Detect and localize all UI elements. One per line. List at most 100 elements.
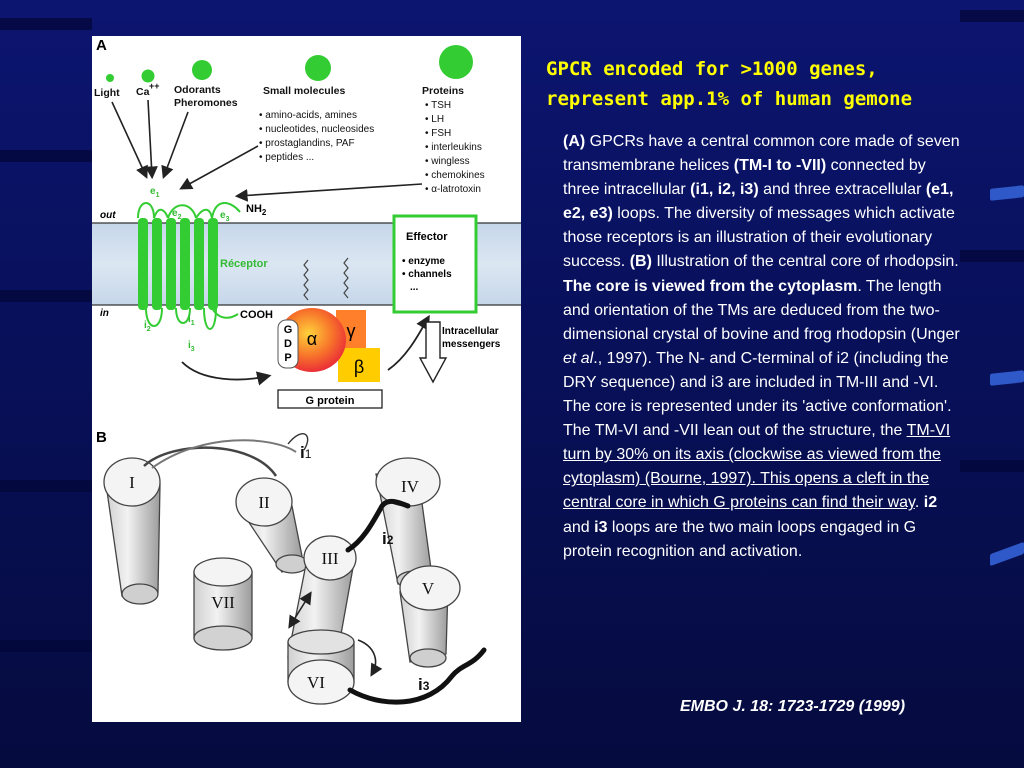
- b-i3-label: i3: [418, 675, 430, 694]
- protein-list: • TSH • LH • FSH • interleukins • wingle…: [425, 100, 485, 195]
- activation-arrow: [181, 361, 272, 386]
- helix-label-III: III: [322, 549, 339, 568]
- desc-text: connected by three intracellular: [563, 157, 926, 199]
- gdp-p: P: [284, 352, 291, 364]
- list-item: • peptides ...: [259, 152, 314, 163]
- list-item: • interleukins: [425, 142, 482, 153]
- bg-stripe: [0, 640, 92, 652]
- i1-label: i1: [188, 314, 195, 327]
- gdp-g: G: [284, 324, 293, 336]
- beta-symbol: β: [354, 357, 364, 377]
- out-label: out: [100, 210, 116, 221]
- list-item: • prostaglandins, PAF: [259, 138, 355, 149]
- list-item: • wingless: [425, 156, 470, 167]
- title-line: represent app.1% of human gemone: [546, 88, 913, 110]
- desc-bold: (i1, i2, i3): [690, 181, 759, 199]
- title-line: GPCR encoded for >1000 genes,: [546, 58, 878, 80]
- desc-bold: The core is viewed from the cytoplasm: [563, 277, 858, 295]
- list-item: • amino-acids, amines: [259, 110, 357, 121]
- bg-stripe: [960, 460, 1024, 472]
- helix-label-IV: IV: [401, 477, 420, 496]
- small-molecules-label: Small molecules: [263, 85, 345, 97]
- alpha-symbol: α: [307, 329, 317, 349]
- bg-stripe: [960, 10, 1024, 22]
- desc-text: and three extracellular: [758, 181, 926, 199]
- light-dot: [106, 74, 114, 82]
- bg-stripe: [0, 480, 92, 492]
- in-label: in: [100, 308, 109, 319]
- desc-text: ., 1997). The N- and C-terminal of i2 (i…: [563, 349, 952, 440]
- bg-accent-mark: [990, 185, 1024, 201]
- b-i1-label: i1: [300, 443, 312, 462]
- i1-loop-back: [151, 439, 297, 469]
- effector-item: ...: [410, 282, 419, 293]
- desc-text: GPCRs have a central common core made of…: [563, 133, 960, 175]
- desc-text: and: [563, 518, 595, 536]
- receptor-label: Réceptor: [220, 258, 268, 270]
- helix-label-VI: VI: [307, 673, 325, 692]
- desc-italic: et al: [563, 349, 594, 367]
- messenger-arrow: [418, 321, 448, 384]
- i1-loop: [143, 446, 278, 477]
- desc-bold: (B): [629, 253, 652, 271]
- slide-title: GPCR encoded for >1000 genes, represent …: [546, 54, 1016, 114]
- desc-text: .: [914, 494, 924, 512]
- cooh-label: COOH: [240, 309, 273, 321]
- effector-item: • channels: [402, 269, 452, 280]
- desc-bold: (e1, e2, e3): [563, 181, 954, 223]
- helix-label-VII: VII: [211, 593, 235, 612]
- list-item: • LH: [425, 114, 444, 125]
- e3-label: e3: [220, 210, 230, 223]
- nh2-label: NH2: [246, 203, 267, 217]
- list-item: • chemokines: [425, 170, 485, 181]
- desc-underline: TM-VI turn by 30% on its axis (clockwise…: [563, 422, 951, 512]
- gdp-pocket: [277, 319, 299, 369]
- small-molecule-dot: [305, 55, 331, 81]
- desc-text: . The length and orientation of the TMs …: [563, 277, 960, 343]
- small-molecule-list: • amino-acids, amines • nucleotides, nuc…: [259, 110, 374, 163]
- pheromones-label: Pheromones: [174, 97, 238, 109]
- effector-title: Effector: [406, 231, 448, 243]
- gamma-symbol: γ: [347, 321, 356, 341]
- panel-b-label: B: [96, 429, 107, 446]
- e2-label: e2: [172, 208, 182, 221]
- desc-text: Illustration of the central core of rhod…: [651, 253, 959, 271]
- effector-item: • enzyme: [402, 256, 445, 267]
- bg-stripe: [0, 150, 92, 162]
- beta-subunit: [338, 348, 380, 382]
- proteins-label: Proteins: [422, 85, 464, 97]
- list-item: • nucleotides, nucleosides: [259, 124, 374, 135]
- ca-dot: [141, 69, 155, 83]
- citation: EMBO J. 18: 1723-1729 (1999): [680, 698, 906, 715]
- odorant-dot: [192, 60, 212, 80]
- figure-description: (A) GPCRs have a central common core mad…: [563, 130, 960, 564]
- helix-label-V: V: [422, 579, 435, 598]
- ca-label: Ca: [136, 86, 150, 98]
- helix-label-I: I: [129, 473, 135, 492]
- odorants-label: Odorants: [174, 84, 221, 96]
- gprotein-label: G protein: [306, 395, 355, 407]
- i3-loop: [347, 647, 487, 705]
- gprotein-label-box: [277, 389, 383, 409]
- e1-label: e1: [150, 186, 160, 199]
- bg-stripe: [0, 18, 92, 30]
- helix-label-II: II: [258, 493, 270, 512]
- protein-dot: [439, 45, 473, 79]
- gdp-d: D: [284, 338, 292, 350]
- desc-bold: (A): [563, 133, 586, 150]
- i2-label: i2: [144, 320, 151, 333]
- receptor-helices: [137, 202, 241, 330]
- list-item: • α-latrotoxin: [425, 184, 481, 195]
- effector-box: [392, 214, 478, 314]
- light-label: Light: [94, 87, 120, 99]
- bg-accent-mark: [990, 541, 1024, 567]
- bg-stripe: [960, 250, 1024, 262]
- desc-text: loops. The diversity of messages which a…: [563, 205, 955, 271]
- desc-bold: i2: [923, 494, 938, 512]
- double-arrow: [288, 591, 312, 629]
- desc-bold: (TM-I to -VII): [733, 157, 827, 175]
- bg-stripe: [0, 290, 92, 302]
- list-item: • FSH: [425, 128, 451, 139]
- lipid-anchor: [303, 259, 309, 301]
- rotation-arrow: [357, 639, 383, 677]
